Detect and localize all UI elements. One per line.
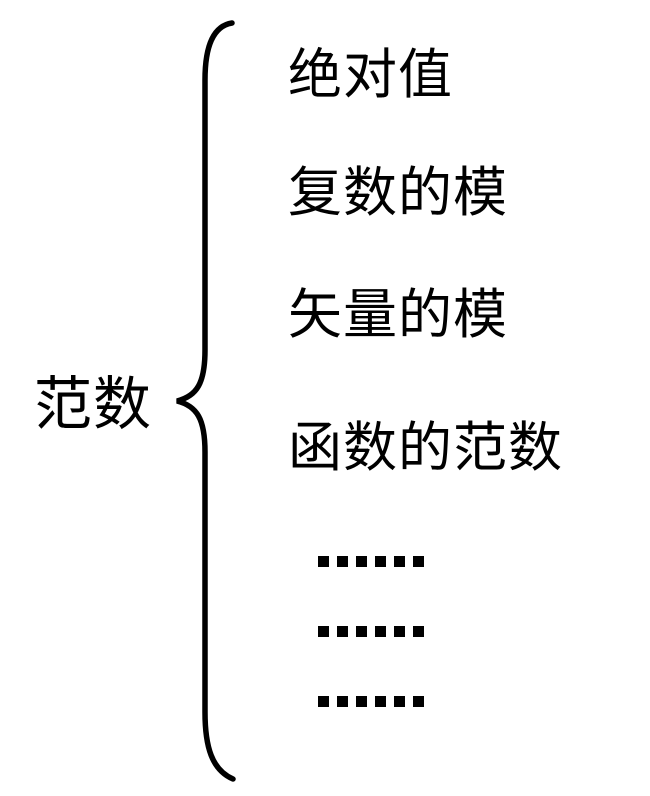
- ellipsis-dot: [375, 626, 386, 637]
- branch-item-complex-modulus: 复数的模: [288, 163, 508, 223]
- ellipsis-dot: [394, 696, 405, 707]
- ellipsis-dot: [318, 626, 329, 637]
- branch-item-function-norm: 函数的范数: [288, 418, 563, 478]
- ellipsis-dot: [337, 556, 348, 567]
- branch-item-vector-modulus: 矢量的模: [288, 285, 508, 345]
- ellipsis-dot: [337, 626, 348, 637]
- branch-item-absolute-value: 绝对值: [288, 45, 453, 105]
- root-label: 范数: [34, 372, 153, 437]
- ellipsis-row: [318, 696, 424, 707]
- ellipsis-dot: [394, 626, 405, 637]
- ellipsis-dot: [413, 696, 424, 707]
- ellipsis-dot: [337, 696, 348, 707]
- ellipsis-dot: [318, 696, 329, 707]
- ellipsis-dot: [356, 626, 367, 637]
- ellipsis-row: [318, 626, 424, 637]
- ellipsis-dot: [394, 556, 405, 567]
- ellipsis-dot: [413, 626, 424, 637]
- ellipsis-dot: [356, 556, 367, 567]
- ellipsis-row: [318, 556, 424, 567]
- ellipsis-dot: [356, 696, 367, 707]
- ellipsis-dot: [375, 556, 386, 567]
- ellipsis-dot: [375, 696, 386, 707]
- ellipsis-dot: [413, 556, 424, 567]
- curly-brace-path: [176, 20, 236, 782]
- ellipsis-dot: [318, 556, 329, 567]
